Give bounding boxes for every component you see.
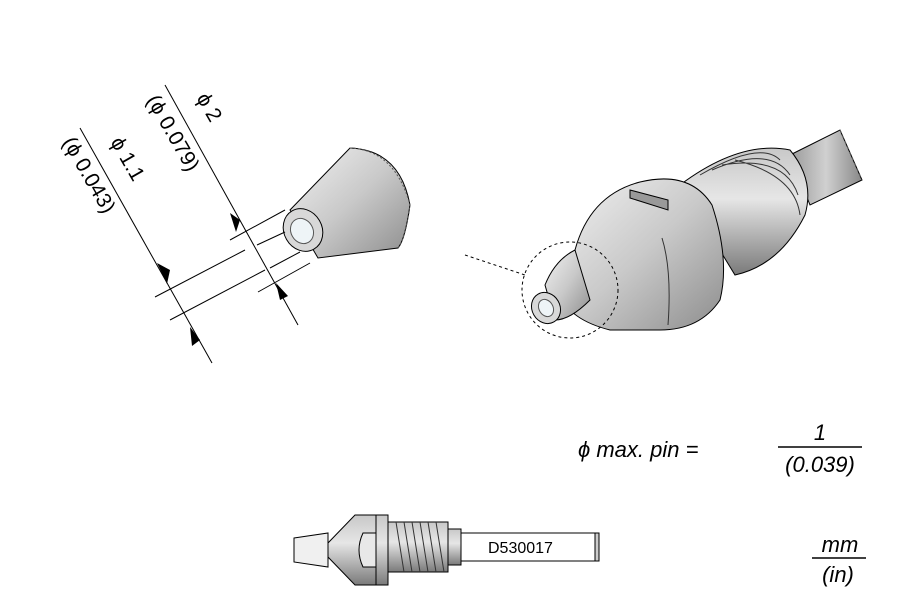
part-number: D530017: [488, 540, 553, 557]
outer-diameter-mm: ϕ 2: [192, 89, 227, 126]
max-pin-label: ϕ max. pin =: [578, 437, 699, 462]
max-pin-in: (0.039): [785, 452, 855, 477]
nozzle-side-view: [293, 514, 600, 586]
inner-diameter-mm: ϕ 1.1: [106, 133, 149, 185]
nozzle-3d-view: [464, 129, 863, 339]
dimension-arrows: [157, 213, 288, 346]
max-pin-formula: ϕ max. pin = 1 (0.039): [578, 420, 862, 477]
units-legend: mm (in): [812, 532, 866, 587]
max-pin-mm: 1: [814, 420, 826, 445]
unit-mm: mm: [822, 532, 859, 557]
unit-in: (in): [822, 562, 854, 587]
tip-detail-view: [282, 147, 411, 259]
dimension-lines: [79, 84, 311, 364]
